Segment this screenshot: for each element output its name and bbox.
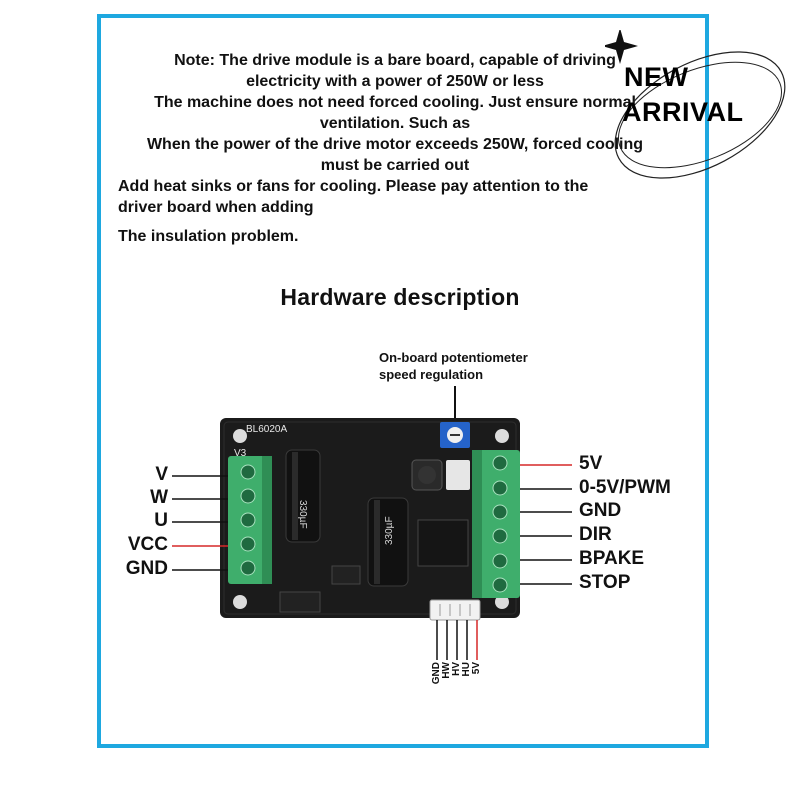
- product-frame: [97, 14, 709, 748]
- badge-new: NEW: [624, 62, 689, 92]
- pin-label-u: U: [154, 510, 168, 531]
- pot-label-line: On-board potentiometer: [379, 350, 528, 365]
- regulator: [446, 460, 470, 490]
- note-line: The machine does not need forced cooling…: [154, 94, 636, 111]
- mount-hole: [495, 429, 509, 443]
- pin-label-dir: DIR: [579, 524, 612, 545]
- right-terminal-block: [476, 450, 520, 598]
- hall-connector: [429, 599, 481, 621]
- potentiometer-label: On-board potentiometer speed regulation: [379, 349, 528, 383]
- pin-label-5v: 5V: [579, 453, 603, 474]
- controller-chip: [417, 519, 469, 567]
- capacitor-label: 330µF: [297, 500, 308, 529]
- mount-hole: [233, 429, 247, 443]
- note-line: driver board when adding: [118, 199, 314, 216]
- mount-hole: [495, 595, 509, 609]
- pin-label-gnd-right: GND: [579, 500, 622, 521]
- note-block: Note: The drive module is a bare board, …: [100, 50, 690, 247]
- pin-label-stop: STOP: [579, 572, 631, 593]
- note-line: ventilation. Such as: [319, 115, 471, 132]
- pin-label-w: W: [150, 487, 168, 508]
- capacitor-label: 330µF: [384, 516, 395, 545]
- board-version: V3: [234, 448, 247, 459]
- note-line: must be carried out: [320, 157, 470, 174]
- pin-label-brake: BPAKE: [579, 548, 645, 569]
- pin-label-gnd: GND: [125, 558, 168, 579]
- note-line: The insulation problem.: [118, 228, 299, 245]
- note-line: Note: The drive module is a bare board, …: [174, 52, 616, 69]
- pot-label-line: speed regulation: [379, 367, 484, 382]
- pin-label-v: V: [155, 464, 168, 485]
- mount-hole: [233, 595, 247, 609]
- note-line: Add heat sinks or fans for cooling. Plea…: [118, 178, 589, 195]
- section-title: Hardware description: [280, 284, 520, 310]
- pin-label-vcc: VCC: [127, 534, 168, 555]
- note-line: When the power of the drive motor exceed…: [146, 136, 644, 153]
- new-arrival-badge: [605, 30, 786, 179]
- badge-arrival: ARRIVAL: [622, 97, 744, 127]
- board-model: BL6020A: [246, 424, 287, 435]
- hall-pin-5v: 5V: [471, 662, 482, 675]
- pin-label-pwm: 0-5V/PWM: [579, 477, 671, 498]
- note-line: electricity with a power of 250W or less: [246, 73, 544, 90]
- sparkle-icon: [605, 30, 638, 64]
